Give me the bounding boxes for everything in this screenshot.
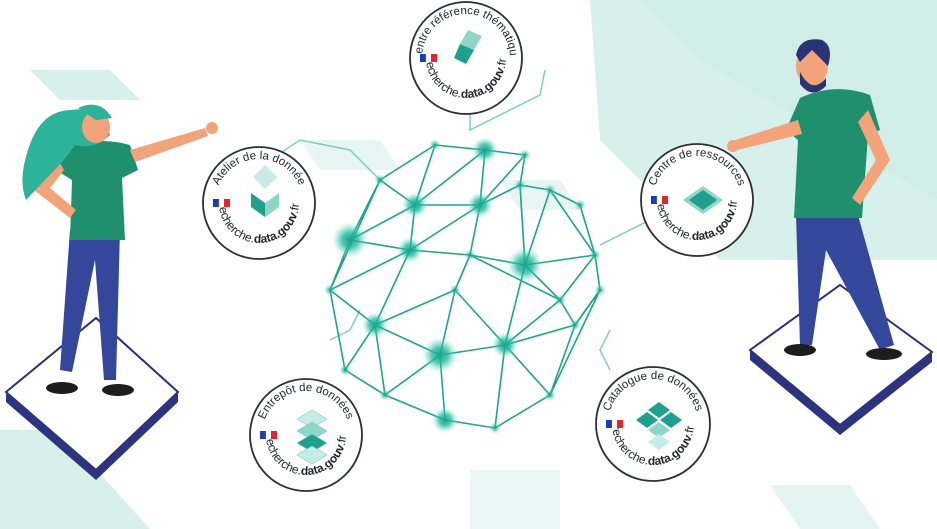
badge-entrepot: Entrepôt de donnéesrecherche.data.gouv.f…	[249, 378, 363, 492]
stacked-layers-icon	[296, 409, 328, 465]
network-edge	[574, 289, 601, 326]
network-node	[519, 149, 531, 161]
network-node	[374, 174, 386, 186]
french-republic-flag-icon	[651, 195, 668, 205]
network-node	[362, 312, 388, 338]
network-edge	[414, 149, 486, 206]
french-republic-flag-icon	[213, 198, 230, 208]
network-node	[507, 247, 543, 283]
network-edge	[494, 394, 551, 429]
network-edge	[454, 254, 471, 291]
badge-atelier: Atelier de la donnéerecherche.data.gouv.…	[202, 146, 316, 260]
folded-ribbon-icon	[454, 30, 482, 64]
network-sphere-icon	[324, 137, 606, 434]
network-edge	[329, 289, 346, 371]
network-edge	[344, 369, 386, 396]
network-node	[554, 294, 566, 306]
french-republic-flag-icon	[260, 430, 277, 440]
woman-character	[4, 104, 218, 480]
network-node	[569, 319, 581, 331]
network-edge	[329, 249, 411, 291]
network-node	[594, 284, 606, 296]
network-edge	[374, 249, 411, 326]
network-node	[429, 139, 441, 151]
man-character	[727, 39, 934, 435]
french-republic-flag-icon	[420, 53, 437, 63]
network-node	[544, 389, 556, 401]
network-node	[324, 284, 336, 296]
network-node	[332, 222, 368, 258]
network-node	[589, 249, 601, 261]
network-node	[339, 364, 351, 376]
network-edge	[374, 289, 456, 326]
badge-catalogue: Catalogue de donnéesrecherche.data.gouv.…	[595, 366, 711, 482]
diamond-grid-icon	[636, 402, 682, 450]
network-node	[379, 389, 391, 401]
network-node	[514, 179, 526, 191]
network-node	[422, 337, 458, 373]
network-node	[467, 192, 493, 218]
network-edge	[409, 204, 481, 251]
network-node	[464, 249, 476, 261]
diamond-tile-icon	[683, 186, 723, 214]
network-node	[544, 184, 556, 196]
connector-lines	[269, 69, 651, 371]
network-node	[449, 284, 461, 296]
network-edge	[549, 289, 601, 396]
badge-centre-ressources: Centre de ressourcesrecherche.data.gouv.…	[640, 143, 754, 257]
network-edge	[559, 254, 596, 301]
french-republic-flag-icon	[606, 419, 623, 429]
network-node	[492, 332, 518, 358]
network-edge	[579, 204, 596, 256]
network-node	[397, 237, 423, 263]
open-box-icon	[251, 165, 279, 217]
network-node	[489, 422, 501, 434]
network-edge	[549, 324, 576, 396]
network-node	[402, 192, 428, 218]
badge-ring	[595, 366, 711, 482]
network-node	[574, 199, 586, 211]
network-edge	[549, 189, 596, 256]
network-node	[472, 137, 498, 163]
network-edge	[379, 144, 436, 181]
network-edge	[494, 344, 506, 429]
network-node	[432, 407, 458, 433]
